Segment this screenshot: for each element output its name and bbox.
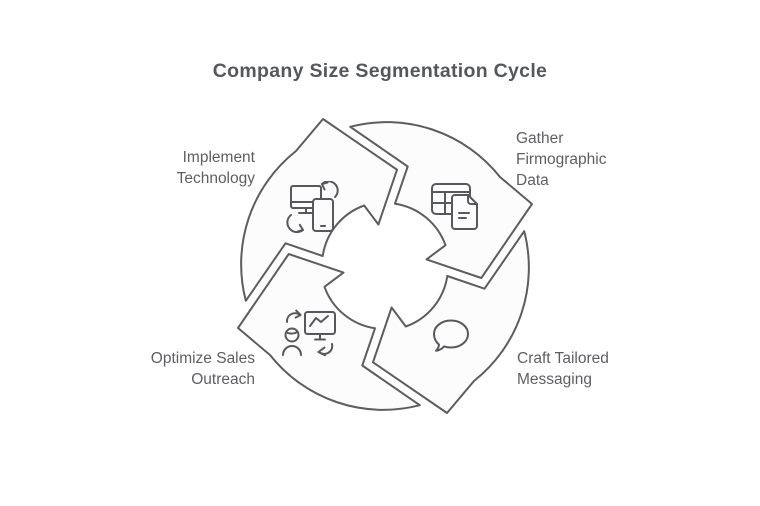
person-head-icon xyxy=(284,327,300,343)
sync-arrow-top-icon xyxy=(321,181,339,198)
speech-bubble-icon xyxy=(433,319,469,352)
step-label-craft-tailored-messaging: Craft Tailored Messaging xyxy=(517,350,609,388)
step-label-implement-technology: Implement Technology xyxy=(176,149,255,187)
device-sync-icon xyxy=(286,181,339,234)
table-document-icon xyxy=(431,183,478,230)
phone-icon xyxy=(312,198,334,232)
sync-arrow-bottom-icon xyxy=(286,214,304,234)
person-shoulders-icon xyxy=(282,345,302,356)
sync-arrow-top-icon xyxy=(285,312,301,323)
step-label-optimize-sales-outreach: Optimize Sales Outreach xyxy=(150,350,255,388)
person-chart-sync-icon xyxy=(282,309,336,357)
trend-line-icon xyxy=(309,315,329,327)
chart-monitor-icon xyxy=(304,311,336,335)
page-title: Company Size Segmentation Cycle xyxy=(212,60,548,82)
step-label-gather-firmographic-data: Gather Firmographic Data xyxy=(516,130,607,189)
